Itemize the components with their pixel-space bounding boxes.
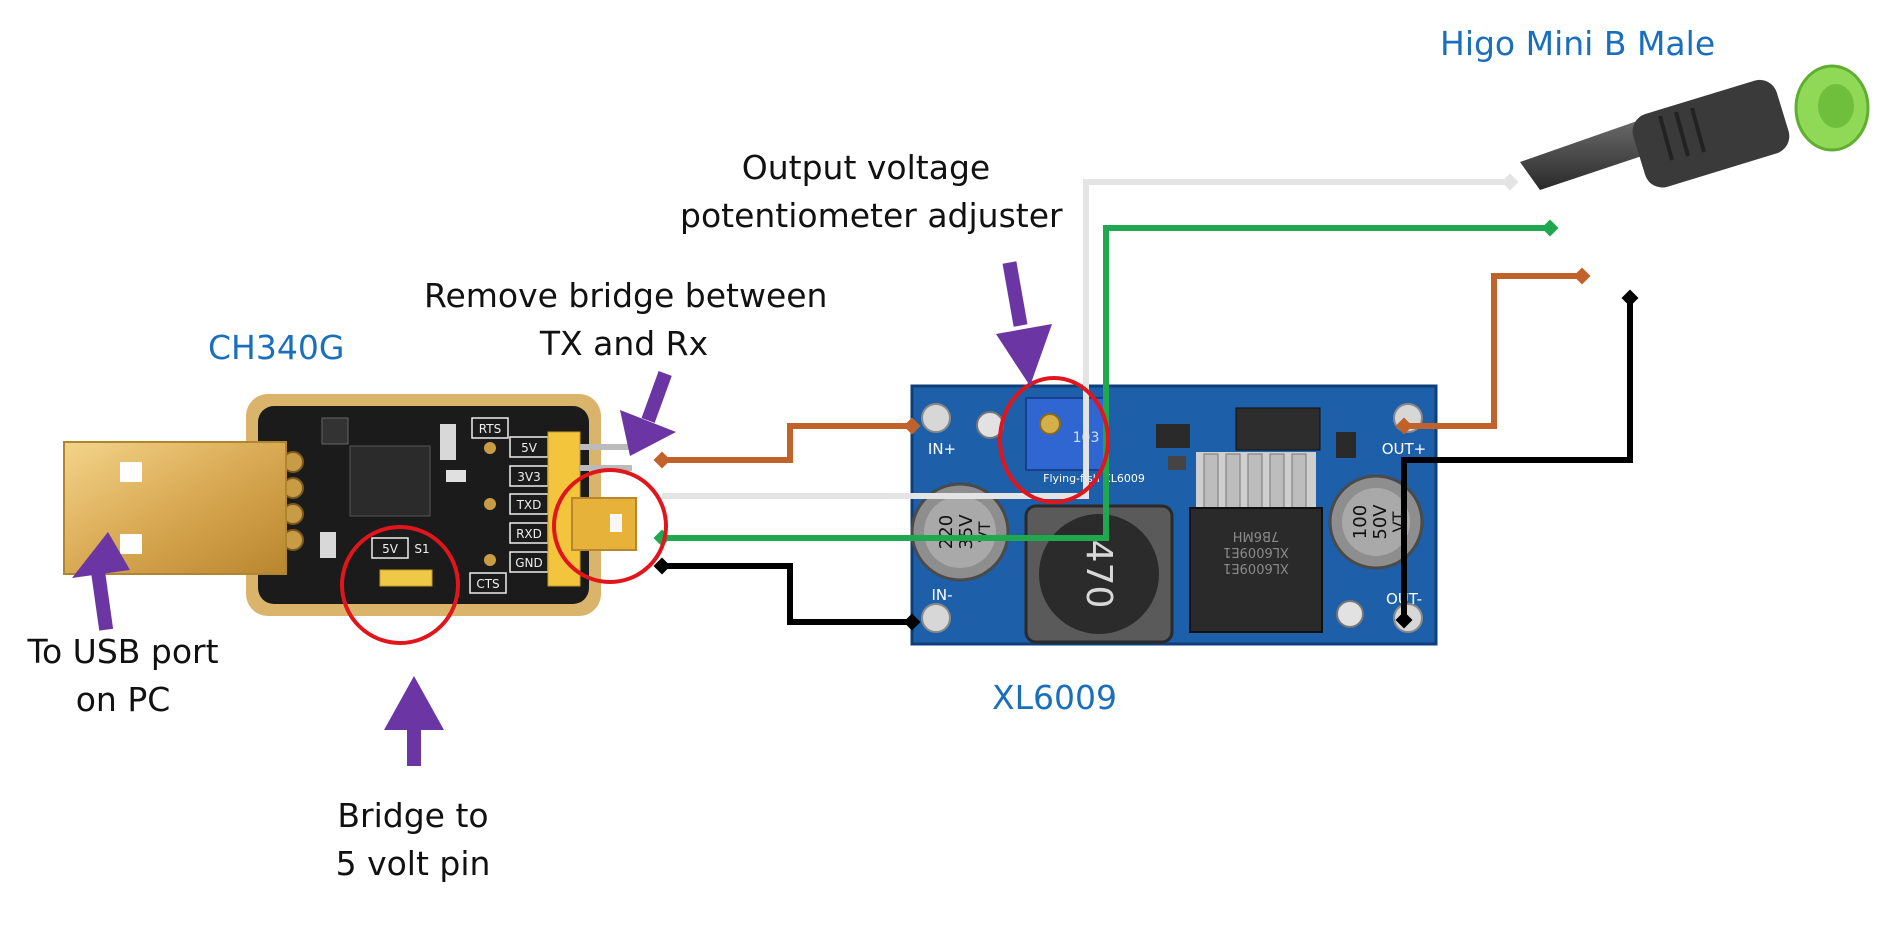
cap-right-line2: 50V	[1370, 504, 1391, 540]
usb-plug-hole	[120, 462, 142, 482]
arrow-tx-rx	[620, 371, 676, 456]
remove-bridge-line2: TX and Rx	[424, 320, 824, 368]
ch340g-board: RTS 5V 3V3 TXD RXD GND CTS	[246, 394, 636, 616]
usb-port-line1: To USB port	[18, 628, 228, 676]
ch340g-label: CH340G	[208, 328, 344, 367]
tx-rx-jumper-cap	[572, 498, 636, 550]
higo-connector	[1520, 66, 1868, 192]
xl6009-diode	[1236, 408, 1320, 450]
xl6009-inductor: 470	[1026, 506, 1172, 642]
arrow-bridge-5v	[384, 676, 444, 766]
chip-line2: XL6009E1	[1223, 544, 1289, 559]
higo-tip-face	[1818, 84, 1854, 128]
remove-bridge-label: Remove bridge between TX and Rx	[424, 272, 824, 368]
bridge-5v-line2: 5 volt pin	[318, 840, 508, 888]
chip-line1: XL6009E1	[1223, 560, 1289, 575]
bridge-5v-label: Bridge to 5 volt pin	[318, 792, 508, 888]
cap-left-line1: 220	[936, 515, 957, 549]
xl6009-component	[1168, 456, 1186, 470]
pin-label-rts: RTS	[479, 422, 501, 436]
pin-label-txd: TXD	[516, 498, 542, 512]
xl6009-component	[1156, 424, 1190, 448]
wire-brown-input	[662, 426, 912, 460]
xl6009-capacitor-right: 100 50V VT	[1330, 476, 1422, 568]
usb-port-line2: on PC	[18, 676, 228, 724]
xl6009-label: XL6009	[992, 678, 1117, 717]
remove-bridge-line1: Remove bridge between	[424, 272, 824, 320]
usb-plug-hole	[120, 534, 142, 554]
arrow-potentiometer	[996, 261, 1052, 386]
ch340g-component	[446, 470, 466, 482]
output-voltage-label: Output voltage potentiometer adjuster	[680, 144, 1052, 240]
cap-right-line1: 100	[1350, 505, 1371, 539]
xl6009-component	[1336, 432, 1356, 458]
output-voltage-line2: potentiometer adjuster	[680, 192, 1052, 240]
tx-rx-jumper-hole	[610, 514, 622, 532]
chip-line3: 7B6MH	[1233, 528, 1279, 543]
higo-label: Higo Mini B Male	[1440, 24, 1715, 63]
pin-label-gnd: GND	[515, 556, 543, 570]
jumper-label-s1: S1	[414, 542, 429, 556]
pin-label-3v3: 3V3	[517, 470, 540, 484]
ch340g-chip	[350, 446, 430, 516]
wire-black-input	[662, 566, 912, 622]
ch340g-component	[320, 532, 336, 558]
ch340g-crystal	[322, 418, 348, 444]
output-voltage-line1: Output voltage	[680, 144, 1052, 192]
xl6009-chip: XL6009E1 XL6009E1 7B6MH	[1190, 452, 1322, 632]
xl6009-in-minus: IN-	[931, 586, 952, 604]
usb-port-label: To USB port on PC	[18, 628, 228, 724]
xl6009-in-plus: IN+	[928, 440, 956, 458]
inductor-marking: 470	[1078, 540, 1119, 609]
pin-label-cts: CTS	[476, 577, 499, 591]
cap-left-line2: 35V	[956, 514, 977, 550]
xl6009-out-plus: OUT+	[1382, 440, 1427, 458]
pin-label-rxd: RXD	[516, 527, 542, 541]
xl6009-mount-hole	[1337, 601, 1363, 627]
jumper-bridge-pad	[380, 570, 432, 586]
pin-label-5v: 5V	[521, 441, 538, 455]
xl6009-board: IN+ IN- OUT+ OUT- 220 35V VT 470	[912, 386, 1436, 644]
wire-black-output	[1404, 298, 1630, 620]
higo-body	[1628, 75, 1794, 192]
bridge-5v-line1: Bridge to	[318, 792, 508, 840]
ch340g-component	[440, 424, 456, 460]
jumper-label-5v: 5V	[382, 542, 399, 556]
